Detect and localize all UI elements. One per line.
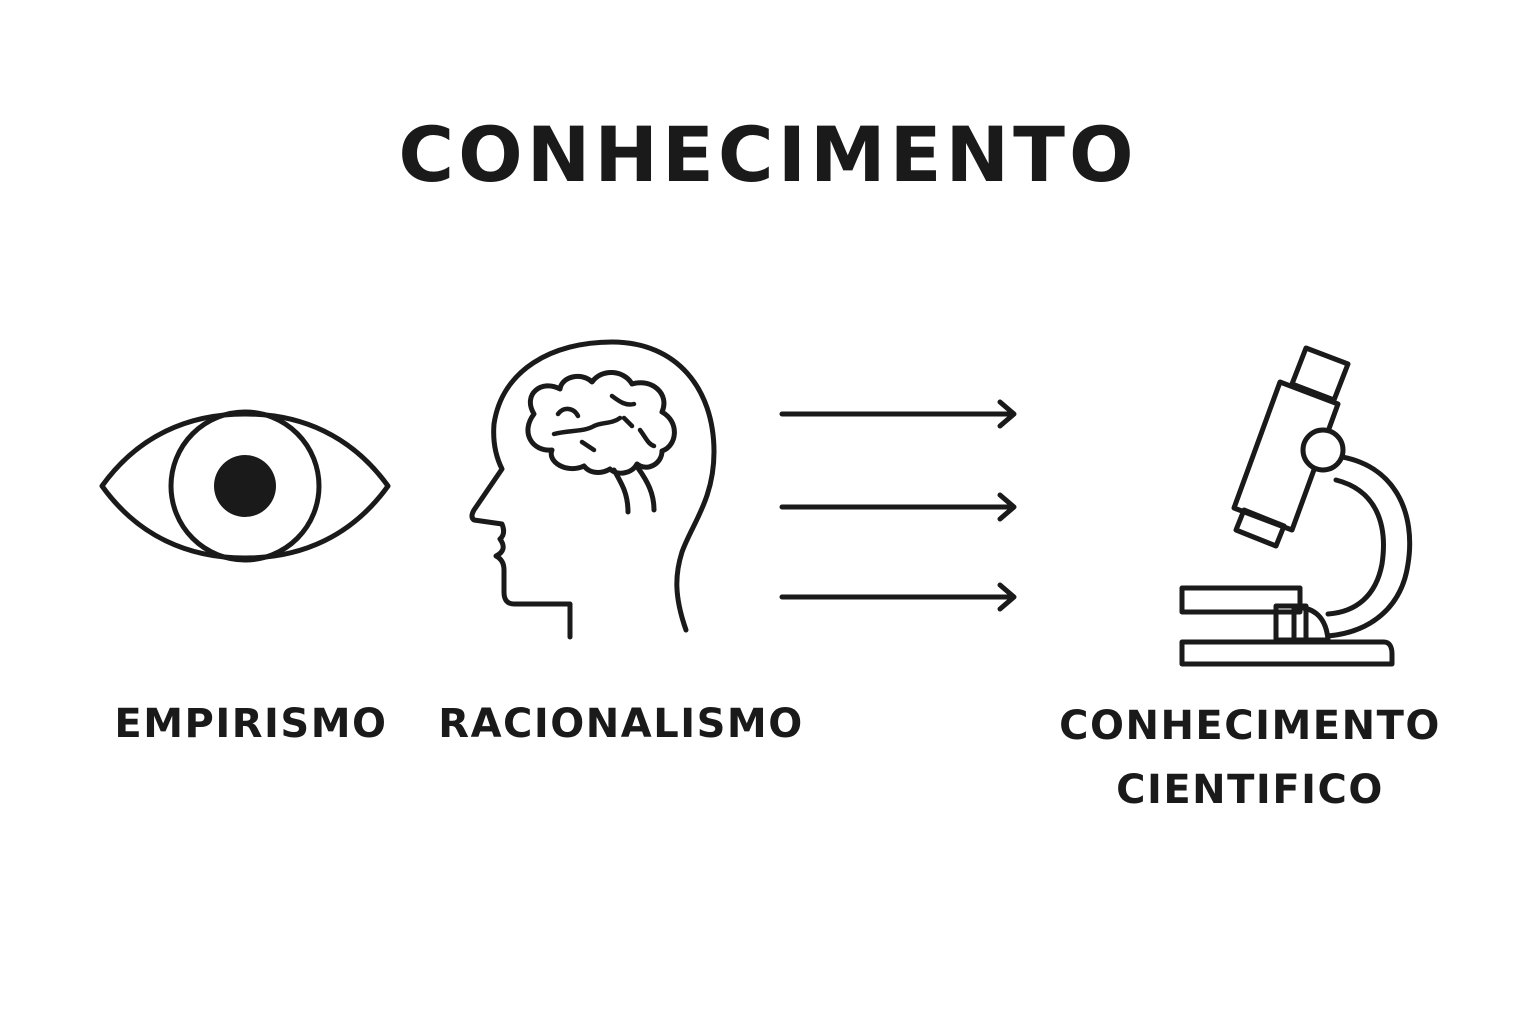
eye-icon (98, 408, 392, 564)
label-empirismo: EMPIRISMO (114, 701, 388, 747)
microscope-icon (1176, 344, 1416, 674)
arrow-right-icon (779, 396, 1020, 432)
label-conhecimento-cientifico: CONHECIMENTO CIENTIFICO (1040, 694, 1460, 822)
arrow-right-icon (779, 579, 1020, 615)
label-line-1: CONHECIMENTO (1059, 703, 1441, 749)
label-line-2: CIENTIFICO (1116, 767, 1384, 813)
arrow-right-icon (779, 489, 1020, 525)
label-racionalismo: RACIONALISMO (438, 701, 804, 747)
diagram-title: CONHECIMENTO (398, 110, 1138, 199)
head-brain-icon (462, 334, 726, 644)
